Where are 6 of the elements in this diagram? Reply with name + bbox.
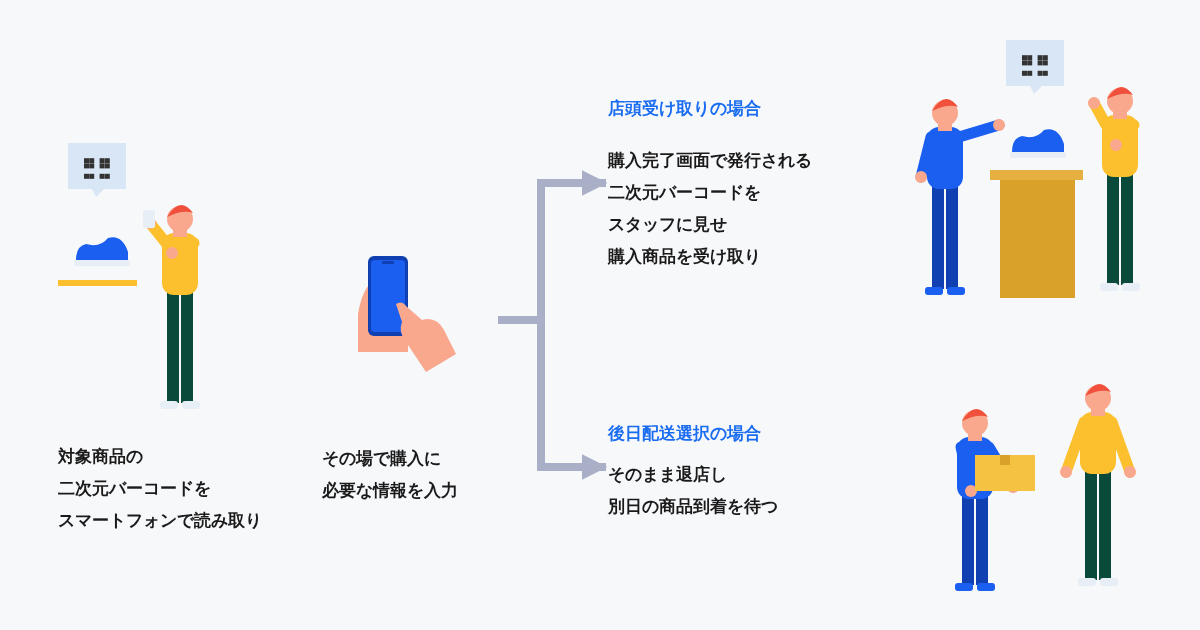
heading: 店頭受け取りの場合: [608, 97, 761, 120]
heading: 後日配送選択の場合: [608, 422, 761, 445]
step-text: その場で購入に必要な情報を入力: [322, 447, 458, 502]
step-text: 購入完了画面で発行される二次元バーコードをスタッフに見せ購入商品を受け取り: [608, 149, 812, 268]
step-text: そのまま退店し別日の商品到着を待つ: [608, 463, 778, 518]
step-text: 対象商品の二次元バーコードをスマートフォンで読み取り: [58, 445, 262, 532]
